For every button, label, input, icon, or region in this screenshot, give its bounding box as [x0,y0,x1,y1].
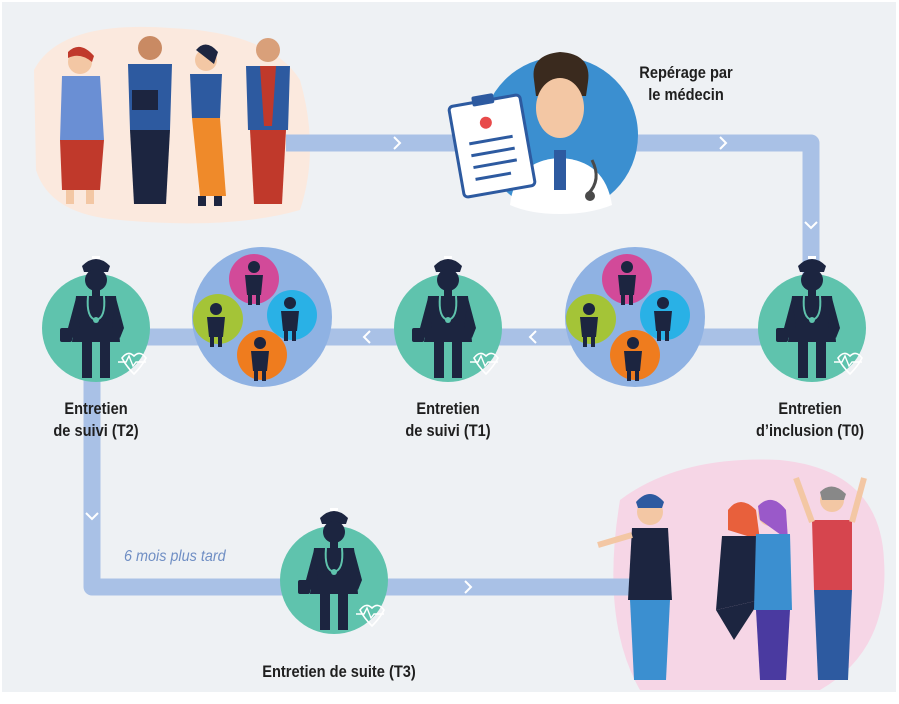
label-t0-line2: d’inclusion (T0) [755,421,865,440]
label-t2-line2: de suivi (T2) [53,421,139,440]
label-t1-line2: de suivi (T1) [405,421,491,440]
doctor-illustration [447,52,638,214]
nurse-t3-circle [280,507,388,634]
nurse-t0-circle [758,255,866,382]
delay-note: 6 mois plus tard [124,548,226,565]
label-t2-line1: Entretien [64,399,128,418]
patients-blob [34,26,310,224]
patients-bubble-right [565,247,705,387]
label-reperage: Repérage par le médecin [626,62,746,106]
label-t0: Entretien d’inclusion (T0) [741,398,879,442]
nurse-t1-circle [394,255,502,382]
label-t0-line1: Entretien [778,399,842,418]
nurse-t2-circle [42,255,150,382]
label-t3: Entretien de suite (T3) [240,661,438,683]
patients-bubble-left [192,247,332,387]
happy-patients-illustration [597,476,867,680]
label-t1-line1: Entretien [416,399,480,418]
label-t3-text: Entretien de suite (T3) [262,662,416,681]
path-chevrons [85,136,818,594]
label-reperage-line2: le médecin [648,85,724,104]
label-reperage-line1: Repérage par [639,63,733,82]
label-t1: Entretien de suivi (T1) [388,398,508,442]
patients-group-illustration [60,36,290,206]
label-t2: Entretien de suivi (T2) [36,398,156,442]
